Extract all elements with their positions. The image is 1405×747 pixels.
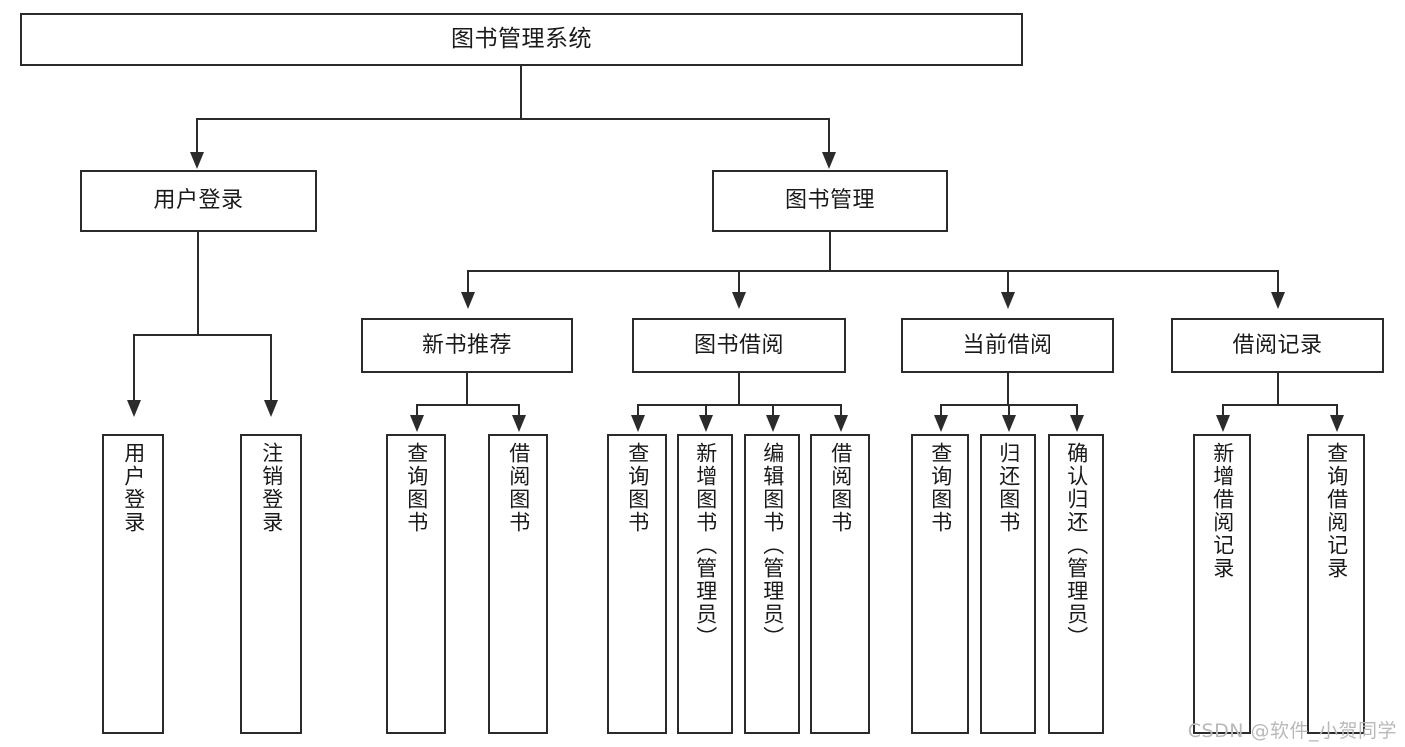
connector-book-manage-bar: [467, 270, 1279, 272]
node-leaf-edit-book-label: 编辑图书（管理员）: [760, 442, 785, 649]
connector-user-login-to-leaf-1: [270, 334, 272, 402]
arrow-borrow-record-to-leaf-1: [1330, 415, 1344, 432]
node-leaf-add-book-label: 新增图书（管理员）: [693, 442, 718, 649]
node-leaf-borrow-book-1[interactable]: 借阅图书: [488, 434, 548, 734]
node-leaf-user-login[interactable]: 用户登录: [102, 434, 164, 734]
connector-new-book-bar: [416, 404, 519, 406]
node-leaf-borrow-book-2[interactable]: 借阅图书: [810, 434, 870, 734]
node-user-login[interactable]: 用户登录: [80, 170, 317, 232]
watermark-text: CSDN @软件_小贺同学: [1187, 720, 1397, 742]
node-leaf-logout[interactable]: 注销登录: [240, 434, 302, 734]
connector-book-manage-to-new-book: [467, 270, 469, 294]
connector-root-to-book-manage: [828, 118, 830, 153]
node-leaf-query-book-1[interactable]: 查询图书: [386, 434, 446, 734]
arrow-book-borrow-to-leaf-2: [766, 415, 780, 432]
connector-user-login-bar: [133, 334, 271, 336]
node-borrow-record-label: 借阅记录: [1232, 332, 1323, 358]
arrow-root-to-book-manage: [822, 152, 836, 169]
arrow-book-manage-to-borrow-record: [1271, 292, 1285, 309]
arrow-user-login-to-leaf-0: [127, 400, 141, 417]
connector-new-book-stem: [466, 373, 468, 405]
arrow-book-borrow-to-leaf-3: [834, 415, 848, 432]
arrow-book-manage-to-new-book: [461, 292, 475, 309]
arrow-book-borrow-to-leaf-0: [631, 415, 645, 432]
connector-borrow-record-to-leaf-1: [1336, 404, 1338, 418]
node-leaf-query-record[interactable]: 查询借阅记录: [1307, 434, 1365, 734]
node-leaf-borrow-book-1-label: 借阅图书: [506, 442, 531, 534]
arrow-new-book-to-leaf-1: [512, 415, 526, 432]
connector-borrow-record-bar: [1222, 404, 1337, 406]
connector-current-borrow-to-leaf-1: [1008, 404, 1010, 418]
node-root-label: 图书管理系统: [451, 25, 592, 52]
connector-root-bar: [196, 118, 828, 120]
node-leaf-add-book[interactable]: 新增图书（管理员）: [677, 434, 733, 734]
node-leaf-logout-label: 注销登录: [259, 442, 284, 534]
node-book-borrow[interactable]: 图书借阅: [632, 318, 846, 373]
connector-root-stem: [520, 66, 522, 118]
arrow-book-borrow-to-leaf-1: [699, 415, 713, 432]
arrow-user-login-to-leaf-1: [264, 400, 278, 417]
node-leaf-query-book-2-label: 查询图书: [625, 442, 650, 534]
arrow-book-manage-to-book-borrow: [732, 292, 746, 309]
node-leaf-user-login-label: 用户登录: [121, 442, 146, 534]
connector-book-borrow-stem: [738, 373, 740, 405]
arrow-book-manage-to-current-borrow: [1001, 292, 1015, 309]
connector-user-login-stem: [197, 232, 199, 335]
connector-current-borrow-to-leaf-2: [1076, 404, 1078, 418]
connector-borrow-record-stem: [1277, 373, 1279, 405]
connector-book-borrow-to-leaf-3: [840, 404, 842, 418]
node-root[interactable]: 图书管理系统: [20, 13, 1023, 66]
node-leaf-confirm-return[interactable]: 确认归还（管理员）: [1048, 434, 1104, 734]
arrow-current-borrow-to-leaf-1: [1002, 415, 1016, 432]
connector-root-to-user-login: [196, 118, 198, 153]
connector-book-manage-to-borrow-record: [1277, 270, 1279, 294]
arrow-new-book-to-leaf-0: [410, 415, 424, 432]
connector-new-book-to-leaf-1: [518, 404, 520, 418]
connector-current-borrow-stem: [1007, 373, 1009, 405]
node-leaf-query-record-label: 查询借阅记录: [1324, 442, 1349, 580]
node-borrow-record[interactable]: 借阅记录: [1171, 318, 1384, 373]
connector-book-manage-stem: [829, 232, 831, 271]
connector-book-borrow-to-leaf-0: [637, 404, 639, 418]
node-leaf-query-book-3[interactable]: 查询图书: [911, 434, 969, 734]
node-leaf-return-book-label: 归还图书: [996, 442, 1021, 534]
arrow-borrow-record-to-leaf-0: [1216, 415, 1230, 432]
node-leaf-add-record[interactable]: 新增借阅记录: [1193, 434, 1251, 734]
node-book-borrow-label: 图书借阅: [693, 332, 784, 358]
arrow-root-to-user-login: [190, 152, 204, 169]
connector-book-borrow-bar: [637, 404, 840, 406]
node-leaf-borrow-book-2-label: 借阅图书: [828, 442, 853, 534]
arrow-current-borrow-to-leaf-2: [1070, 415, 1084, 432]
node-book-manage-label: 图书管理: [784, 188, 875, 214]
connector-book-manage-to-current-borrow: [1007, 270, 1009, 294]
connector-borrow-record-to-leaf-0: [1222, 404, 1224, 418]
connector-book-borrow-to-leaf-1: [705, 404, 707, 418]
connector-current-borrow-to-leaf-0: [940, 404, 942, 418]
node-leaf-add-record-label: 新增借阅记录: [1210, 442, 1235, 580]
node-leaf-edit-book[interactable]: 编辑图书（管理员）: [744, 434, 800, 734]
node-new-book-recommend-label: 新书推荐: [421, 332, 512, 358]
node-leaf-query-book-3-label: 查询图书: [928, 442, 953, 534]
node-current-borrow-label: 当前借阅: [962, 332, 1053, 358]
connector-book-manage-to-book-borrow: [738, 270, 740, 294]
node-leaf-confirm-return-label: 确认归还（管理员）: [1064, 442, 1089, 649]
connector-user-login-to-leaf-0: [133, 334, 135, 402]
node-leaf-query-book-1-label: 查询图书: [404, 442, 429, 534]
node-leaf-query-book-2[interactable]: 查询图书: [607, 434, 667, 734]
connector-book-borrow-to-leaf-2: [772, 404, 774, 418]
arrow-current-borrow-to-leaf-0: [934, 415, 948, 432]
node-book-manage[interactable]: 图书管理: [712, 170, 948, 232]
node-leaf-return-book[interactable]: 归还图书: [980, 434, 1036, 734]
node-current-borrow[interactable]: 当前借阅: [901, 318, 1114, 373]
node-user-login-label: 用户登录: [153, 188, 244, 214]
node-new-book-recommend[interactable]: 新书推荐: [361, 318, 573, 373]
connector-new-book-to-leaf-0: [416, 404, 418, 418]
